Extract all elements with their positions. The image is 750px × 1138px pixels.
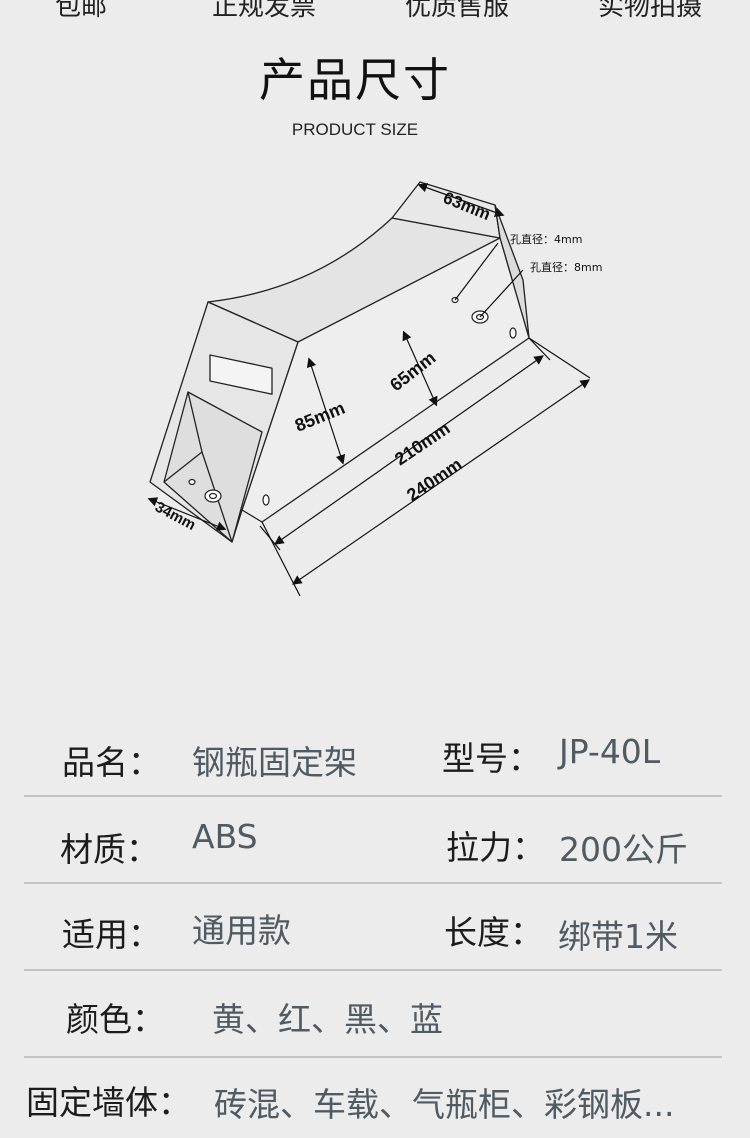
material-label: 材质： [60, 830, 159, 869]
color-value: 黄、红、黑、蓝 [212, 1000, 443, 1039]
top-nav: 包邮 正规发票 优质售服 实物拍摄 [0, 0, 750, 20]
nav-item-invoice[interactable]: 正规发票 [212, 0, 317, 20]
material-value: ABS [192, 817, 258, 856]
usage-label: 适用： [62, 915, 161, 954]
row-divider [24, 1056, 722, 1058]
slot-window [209, 354, 273, 395]
page-subtitle: PRODUCT SIZE [291, 120, 419, 139]
wall-value: 砖混、车载、气瓶柜、彩钢板... [214, 1085, 675, 1124]
tension-label: 拉力： [446, 828, 545, 867]
spec-row-name-model: 品名： 钢瓶固定架 型号： JP-40L [24, 700, 722, 797]
usage-value: 通用款 [192, 911, 291, 950]
spec-row-usage-length: 适用： 通用款 长度： 绑带1米 [24, 884, 722, 971]
color-label: 颜色： [66, 1000, 165, 1039]
product-dimension-drawing: 63mm 85mm 65mm 210mm 240mm 34mm 孔直径：4mm … [147, 181, 602, 597]
wall-label: 固定墙体： [26, 1083, 191, 1122]
length-label: 长度： [444, 913, 543, 952]
hole-diameter-4-label: 孔直径：4mm [510, 232, 582, 246]
nav-item-free-shipping[interactable]: 包邮 [55, 0, 108, 20]
tension-value: 200公斤 [559, 830, 688, 869]
spec-row-wall: 固定墙体： 砖混、车载、气瓶柜、彩钢板... [24, 1058, 722, 1138]
hole-small-front [188, 478, 196, 486]
model-label: 型号： [442, 739, 541, 778]
model-value: JP-40L [559, 732, 661, 771]
row-divider [24, 882, 722, 884]
page-title: 产品尺寸 [259, 53, 451, 107]
nav-item-service[interactable]: 优质售服 [405, 0, 510, 20]
name-value: 钢瓶固定架 [192, 743, 357, 782]
nav-item-real-photo[interactable]: 实物拍摄 [598, 0, 703, 20]
row-divider [24, 969, 722, 971]
row-divider [24, 795, 722, 797]
spec-row-material-tension: 材质： ABS 拉力： 200公斤 [24, 797, 722, 884]
name-label: 品名： [62, 743, 161, 782]
spec-table: 品名： 钢瓶固定架 型号： JP-40L 材质： ABS 拉力： 200公斤 适… [24, 700, 722, 1138]
length-value: 绑带1米 [558, 917, 678, 956]
spec-row-color: 颜色： 黄、红、黑、蓝 [24, 971, 722, 1058]
hole-diameter-8-label: 孔直径：8mm [530, 260, 602, 274]
